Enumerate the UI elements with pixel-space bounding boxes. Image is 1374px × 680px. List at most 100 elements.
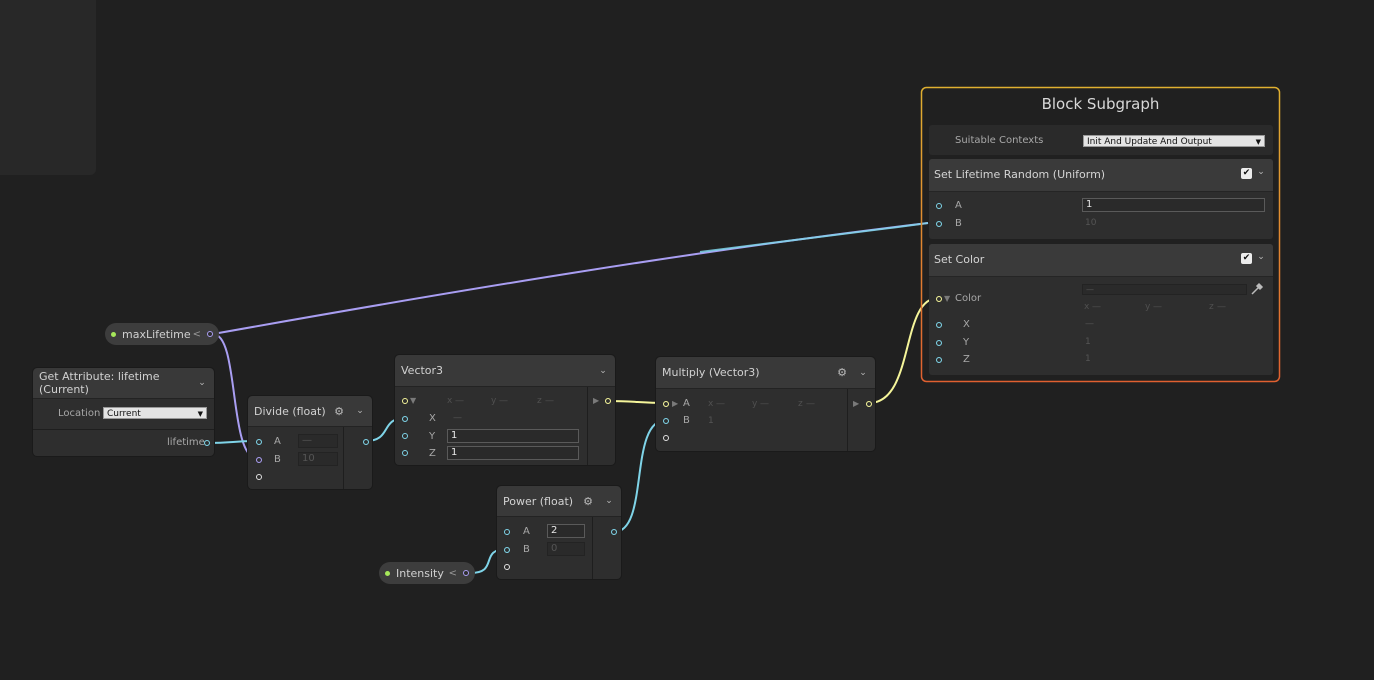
suitable-contexts-row: Suitable Contexts Init And Update And Ou… <box>929 125 1273 155</box>
input-field-b[interactable]: 10 <box>1085 218 1097 228</box>
x-subfield: — <box>455 396 464 406</box>
output-port[interactable] <box>363 439 369 445</box>
wire-maxlifetime-to-subgraph-b[interactable] <box>212 222 929 335</box>
dropdown-arrow-icon: ▼ <box>197 410 203 418</box>
node-divide[interactable]: Divide (float) ⚙ ⌄ A — B 10 <box>247 395 373 490</box>
node-header[interactable]: Power (float) ⚙ ⌄ <box>497 486 621 517</box>
chevron-down-icon[interactable]: ⌄ <box>599 365 607 376</box>
input-field-z[interactable]: 1 <box>1085 354 1091 364</box>
block-header[interactable]: Set Lifetime Random (Uniform) ✔ ⌄ <box>929 159 1273 192</box>
side-panel <box>0 0 96 175</box>
expand-arrow-icon[interactable]: ▼ <box>944 294 951 303</box>
gear-icon[interactable]: ⚙ <box>334 404 344 418</box>
location-value: Current <box>107 409 141 419</box>
node-title: Power (float) <box>503 494 574 508</box>
input-field-a[interactable]: — <box>298 434 338 448</box>
wire-power-to-multiply-b[interactable] <box>613 419 667 533</box>
color-field[interactable]: — <box>1082 284 1247 295</box>
output-port-lifetime[interactable] <box>204 440 210 446</box>
input-field-b[interactable]: 1 <box>708 416 714 426</box>
location-label: Location <box>58 408 101 419</box>
checkbox-icon[interactable]: ✔ <box>1241 168 1252 179</box>
chevron-down-icon[interactable]: ⌄ <box>1257 167 1265 177</box>
block-set-color[interactable]: Set Color ✔ ⌄ ▼ Color — x — y — z — X — … <box>929 244 1273 375</box>
chevron-down-icon[interactable]: ⌄ <box>1257 252 1265 262</box>
block-subgraph[interactable]: Block Subgraph Suitable Contexts Init An… <box>923 89 1278 380</box>
input-port-b[interactable] <box>663 418 669 424</box>
input-port-x[interactable] <box>936 322 942 328</box>
node-header[interactable]: Get Attribute: lifetime (Current) ⌄ <box>33 368 214 399</box>
input-field-a[interactable]: 2 <box>547 524 585 538</box>
expand-arrow-icon[interactable]: ▼ <box>410 396 417 405</box>
eyedropper-icon[interactable] <box>1250 282 1264 296</box>
input-port-y[interactable] <box>402 433 408 439</box>
node-vector3[interactable]: Vector3 ⌄ ▼ x — y — z — X — Y 1 Z 1 ▶ <box>394 354 616 466</box>
location-dropdown[interactable]: Current ▼ <box>103 407 207 419</box>
input-field-z[interactable]: 1 <box>447 446 579 460</box>
input-port-b[interactable] <box>504 547 510 553</box>
input-port-b[interactable] <box>936 221 942 227</box>
add-input-port[interactable] <box>504 564 510 570</box>
suitable-contexts-dropdown[interactable]: Init And Update And Output ▼ <box>1083 135 1265 147</box>
input-port-vector[interactable] <box>402 398 408 404</box>
block-header[interactable]: Set Color ✔ ⌄ <box>929 244 1273 277</box>
input-port-b[interactable] <box>256 457 262 463</box>
input-field-b[interactable]: 10 <box>298 452 338 466</box>
add-input-port[interactable] <box>256 474 262 480</box>
gear-icon[interactable]: ⚙ <box>583 494 593 508</box>
node-get-attribute[interactable]: Get Attribute: lifetime (Current) ⌄ Loca… <box>32 367 215 457</box>
input-label-x: X <box>429 413 436 424</box>
param-intensity[interactable]: Intensity < <box>379 562 475 584</box>
input-field-x[interactable]: — <box>1085 319 1094 329</box>
wire-multiply-to-setcolor[interactable] <box>868 297 939 404</box>
z-sublabel: z <box>537 396 542 406</box>
collapse-arrow-icon[interactable]: ▶ <box>593 396 600 405</box>
input-field-a[interactable]: 1 <box>1082 198 1265 212</box>
expand-arrow-icon[interactable]: ▶ <box>672 399 679 408</box>
output-port[interactable] <box>463 570 469 576</box>
input-port-z[interactable] <box>402 450 408 456</box>
input-port-a[interactable] <box>256 439 262 445</box>
add-input-port[interactable] <box>663 435 669 441</box>
node-header[interactable]: Vector3 ⌄ <box>395 355 615 387</box>
input-label-z: Z <box>963 354 970 365</box>
block-set-lifetime[interactable]: Set Lifetime Random (Uniform) ✔ ⌄ A 1 B … <box>929 159 1273 239</box>
collapse-arrow-icon[interactable]: < <box>192 328 201 340</box>
chevron-down-icon[interactable]: ⌄ <box>198 378 206 388</box>
output-port[interactable] <box>207 331 213 337</box>
node-title: Divide (float) <box>254 404 326 418</box>
gear-icon[interactable]: ⚙ <box>837 366 847 379</box>
collapse-arrow-icon[interactable]: ▶ <box>853 399 860 408</box>
checkbox-icon[interactable]: ✔ <box>1241 253 1252 264</box>
node-power[interactable]: Power (float) ⚙ ⌄ A 2 B 0 <box>496 485 622 580</box>
input-label-a: A <box>955 200 962 211</box>
node-multiply[interactable]: Multiply (Vector3) ⚙ ⌄ ▶ A x — y — z — B… <box>655 356 876 452</box>
node-header[interactable]: Divide (float) ⚙ ⌄ <box>248 396 372 427</box>
block-subgraph-selection <box>920 86 1281 383</box>
input-label-color: Color <box>955 293 982 304</box>
chevron-down-icon[interactable]: ⌄ <box>356 406 364 416</box>
divider <box>847 389 848 451</box>
input-port-color[interactable] <box>936 296 942 302</box>
input-port-a[interactable] <box>663 401 669 407</box>
input-port-z[interactable] <box>936 357 942 363</box>
input-port-a[interactable] <box>504 529 510 535</box>
input-field-x[interactable]: — <box>453 413 462 423</box>
x-sublabel: x <box>708 399 714 409</box>
input-field-y[interactable]: 1 <box>1085 337 1091 347</box>
input-field-b[interactable]: 0 <box>547 542 585 556</box>
chevron-down-icon[interactable]: ⌄ <box>859 367 867 378</box>
output-port[interactable] <box>605 398 611 404</box>
collapse-arrow-icon[interactable]: < <box>448 567 457 579</box>
input-port-x[interactable] <box>402 416 408 422</box>
node-header[interactable]: Multiply (Vector3) ⚙ ⌄ <box>656 357 875 389</box>
input-label-b: B <box>955 218 962 229</box>
input-port-a[interactable] <box>936 203 942 209</box>
input-field-y[interactable]: 1 <box>447 429 579 443</box>
chevron-down-icon[interactable]: ⌄ <box>605 496 613 506</box>
param-maxlifetime[interactable]: maxLifetime < <box>105 323 219 345</box>
input-port-y[interactable] <box>936 340 942 346</box>
output-port[interactable] <box>866 401 872 407</box>
output-port[interactable] <box>611 529 617 535</box>
